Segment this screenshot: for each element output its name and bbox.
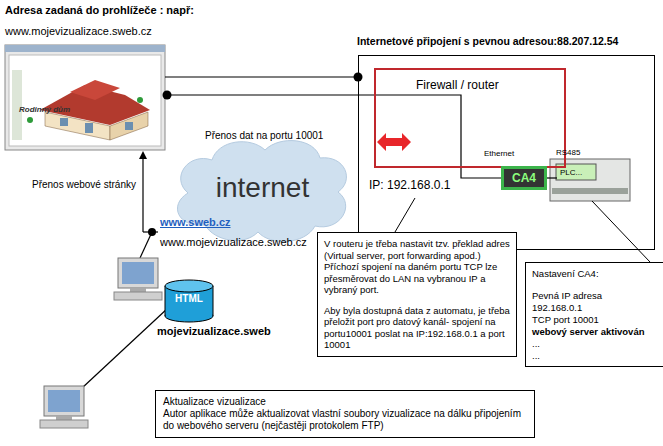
node-text: 192.168.0.1 [532,302,657,314]
router-box: Firewall / router [374,68,566,168]
callout-box: Nastavení CA4: Pevná IP adresa192.168.0.1… [525,262,663,367]
node-text: TCP port 10001 [532,314,657,326]
node-title: internet [175,140,350,204]
connector [547,177,557,178]
html-storage: HTMLmojevizualizace.sweb [165,280,213,322]
node-title: CA4 [504,169,544,187]
url-label: www.mojevizualizace.sweb.cz [160,236,307,248]
node-title: HTML [165,280,213,304]
heading-label: Adresa zadaná do prohlížeče : např: [5,4,194,16]
internet-cloud: internet [175,140,350,245]
double-arrow [377,133,411,151]
leader-line [592,201,650,262]
node-title: Firewall / router [416,78,499,92]
browser-screenshot [5,45,165,150]
url-label: www.mojevizualizace.sweb.cz [5,25,152,37]
node-text: Aby byla dostupná data z automatu, je tř… [324,305,510,351]
port-label: RS485 [556,148,580,157]
callout-box: V routeru je třeba nastavit tzv. překlad… [317,232,517,357]
node-title: PLC... [557,165,597,181]
node-text: Autor aplikace může aktualizovat vlastní… [163,408,527,432]
node-text: IP: 192.168.0.1 [369,178,450,192]
node-text: ... [532,350,657,362]
node-title: V routeru je třeba nastavit tzv. překlad… [324,238,510,296]
node-title: Rodinný dům [19,105,70,114]
node-text: ... [532,338,657,350]
port-label: Ethernet [484,149,514,158]
plc-display: PLC... [557,165,597,181]
connector [165,95,501,178]
web-transfer-arrow [142,155,143,232]
database-cylinder [165,280,213,322]
computer-icon [114,258,162,300]
browser-window: Rodinný dům [5,45,165,150]
callout-box: Aktualizace vizualizaceAutor aplikace mů… [155,390,535,438]
plc-device [550,159,630,201]
node-title: Aktualizace vizualizace [163,396,527,408]
junction-dot [163,91,172,100]
node-title: Internetové připojení s pevnou adresou:8… [357,35,618,47]
transfer-label: Přenos webové stránky [32,179,136,190]
edge-label: Přenos dat na portu 10001 [205,130,323,141]
node-text: Pevná IP adresa [532,290,657,302]
ca4-device: CA4 [501,166,547,190]
leader-line [395,198,415,232]
node-title: Nastavení CA4: [532,268,657,280]
node-text: webový server aktivován [532,326,657,338]
connector [165,76,358,77]
computer-icon [40,386,88,428]
wire [82,308,168,388]
node-text: mojevizualizace.sweb [157,325,271,337]
wire [140,232,152,258]
link-label: www.sweb.cz [160,216,231,228]
